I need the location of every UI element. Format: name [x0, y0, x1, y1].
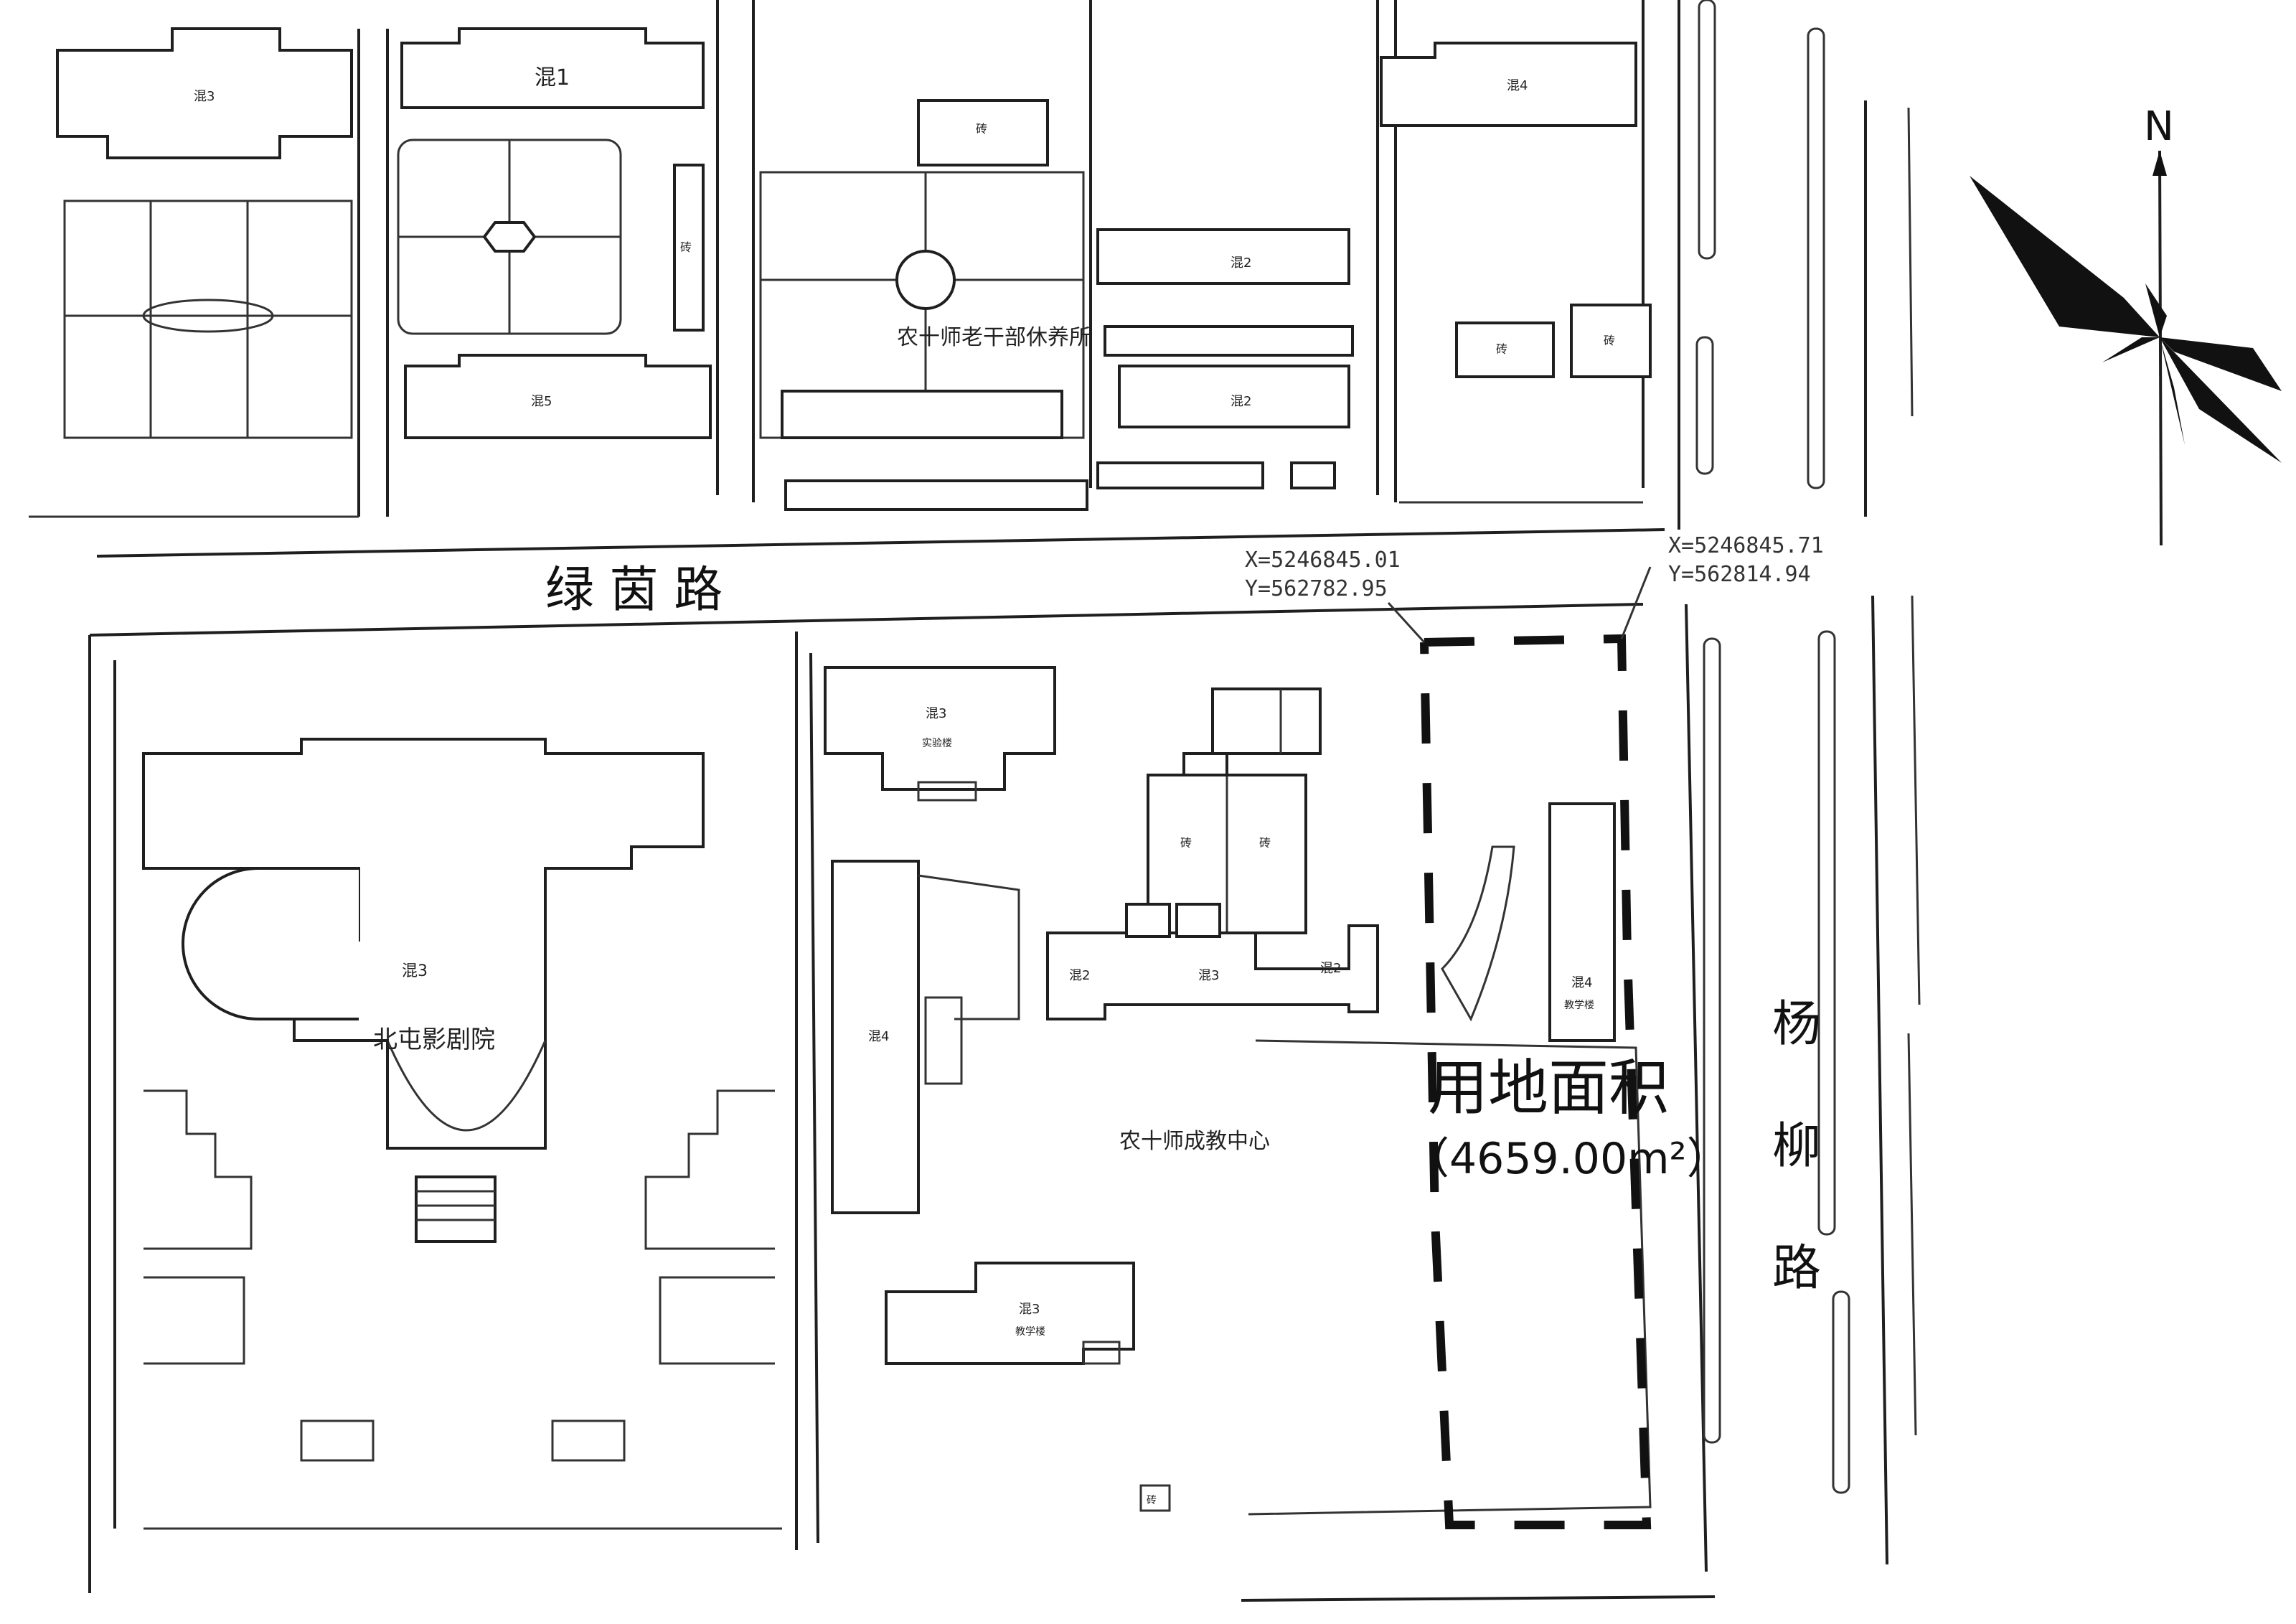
building-label: 混1	[535, 65, 570, 90]
site-area-title: 用地面积	[1428, 1053, 1669, 1123]
site-area-value: （4659.00m²）	[1406, 1134, 1730, 1184]
theater-name-label: 北屯影剧院	[373, 1025, 495, 1054]
building-label: 混4	[1571, 975, 1592, 990]
adult-edu-label: 农十师成教中心	[1119, 1129, 1270, 1154]
building-label: 混5	[531, 394, 552, 409]
building-label: 混3	[194, 89, 215, 104]
building-label: 混2	[1231, 394, 1251, 409]
compass-north-label: N	[2144, 103, 2174, 150]
building-label: 混2	[1069, 968, 1090, 983]
coord-b-x: X=5246845.71	[1668, 533, 1824, 558]
compass-rose	[1970, 150, 2282, 546]
building-label: 教学楼	[1564, 1000, 1594, 1011]
building-label: 教学楼	[1015, 1326, 1045, 1338]
building-label: 实验楼	[922, 738, 952, 749]
building-label: 砖	[976, 122, 987, 136]
south-block	[88, 632, 1652, 1593]
road-lines	[89, 0, 1921, 1602]
building-label: 砖	[1604, 334, 1615, 347]
road-label-yangliu-1: 杨	[1772, 996, 1821, 1053]
building-label: 砖	[1496, 342, 1507, 356]
building-label: 混3	[926, 706, 946, 721]
building-label: 砖	[1259, 836, 1271, 850]
theater-floors-label: 混3	[402, 962, 428, 980]
coord-b-y: Y=562814.94	[1668, 562, 1811, 587]
building-label: 混2	[1231, 255, 1251, 271]
building-label: 砖	[680, 240, 692, 254]
building-label: 混3	[1019, 1302, 1040, 1317]
north-block	[29, 0, 1652, 518]
road-label-yangliu-2: 柳	[1772, 1118, 1821, 1175]
building-label: 砖	[1180, 836, 1192, 850]
road-label-yangliu-3: 路	[1772, 1240, 1821, 1297]
building-label: 混2	[1320, 961, 1341, 976]
cadre-home-label: 农十师老干部休养所	[897, 325, 1091, 350]
building-label: 混3	[1198, 968, 1219, 983]
building-label: 混4	[868, 1029, 889, 1044]
coord-a-x: X=5246845.01	[1245, 548, 1401, 573]
coord-a-y: Y=562782.95	[1245, 576, 1388, 601]
building-label: 混4	[1507, 78, 1528, 93]
building-label: 砖	[1147, 1495, 1157, 1506]
road-label-lvyin: 绿 茵 路	[545, 562, 723, 619]
